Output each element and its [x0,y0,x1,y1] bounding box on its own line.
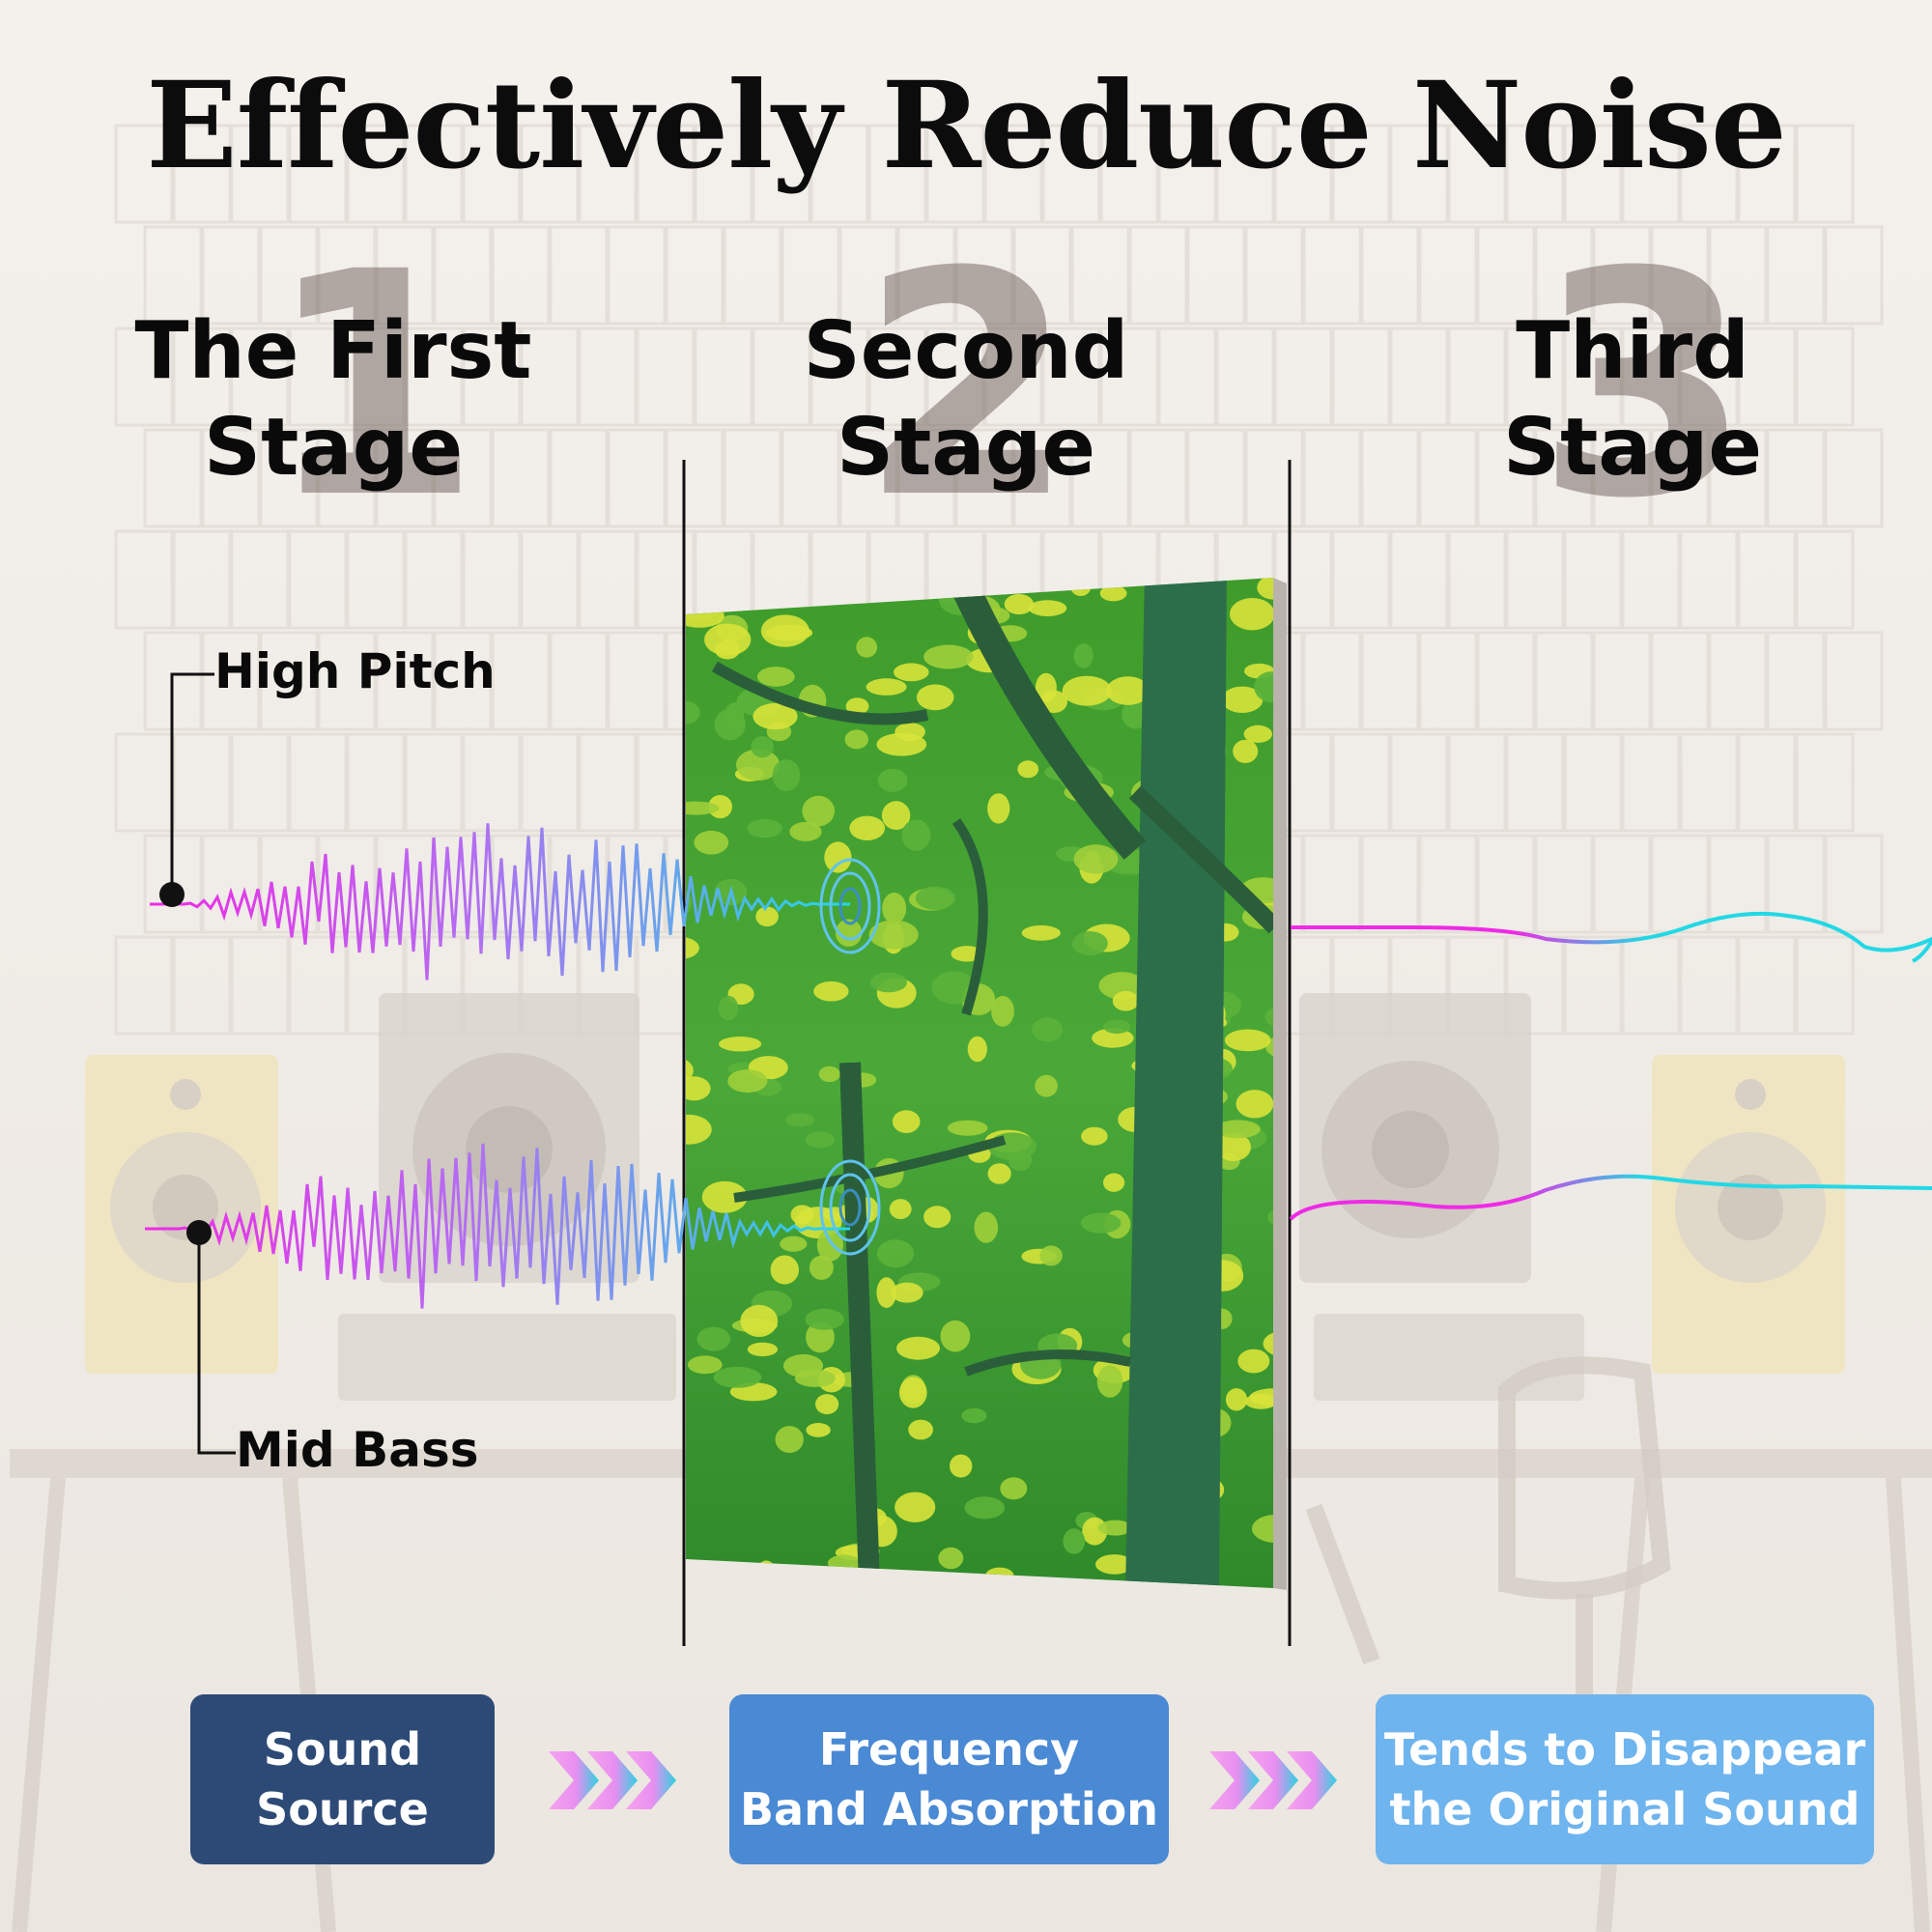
mid-bass-label: Mid Bass [236,1422,479,1478]
mid-bass-output-wave [1289,1174,1932,1221]
high-pitch-dot [159,882,185,907]
stage-heading-3-line1: Third [1516,305,1749,397]
high-pitch-leader [170,672,214,895]
stage-number-3: 3 [1536,207,1751,566]
stage-heading-3: Third Stage [1391,303,1874,497]
mid-bass-wave [145,1143,851,1309]
process-box-frequency-absorption: Frequency Band Absorption [729,1694,1169,1864]
stage-heading-2: Second Stage [715,303,1217,497]
stage-heading-1: The First Stage [77,303,589,497]
process-box-sound-source: Sound Source [190,1694,495,1864]
process-box-frequency-line2: Band Absorption [739,1783,1159,1835]
sound-absorption-ring-icon [819,1159,881,1256]
mid-bass-leader [197,1233,236,1455]
stage-number-1: 1 [266,207,481,566]
process-box-disappear: Tends to Disappear the Original Sound [1376,1694,1874,1864]
high-pitch-wave [150,823,851,980]
stage-heading-2-line1: Second [803,305,1129,397]
page-title: Effectively Reduce Noise [146,56,1786,196]
stage-heading-2-line2: Stage [837,402,1095,494]
triple-chevron-arrow-icon [1209,1751,1337,1809]
stage-heading-1-line2: Stage [204,402,463,494]
stage-heading-3-line2: Stage [1503,402,1762,494]
stage-number-2: 2 [860,207,1075,566]
mid-bass-dot [186,1220,212,1245]
process-box-disappear-line2: the Original Sound [1389,1783,1861,1835]
process-box-sound-source-line2: Source [256,1783,429,1835]
process-box-sound-source-line1: Sound [263,1723,422,1776]
high-pitch-output-wave [1291,911,1932,963]
process-box-disappear-line1: Tends to Disappear [1383,1723,1866,1776]
high-pitch-label: High Pitch [214,643,496,699]
acoustic-panel [686,578,1287,1590]
triple-chevron-arrow-icon [549,1751,676,1809]
sound-absorption-ring-icon [819,858,881,954]
stage-heading-1-line1: The First [134,305,532,397]
process-box-frequency-line1: Frequency [818,1723,1080,1776]
